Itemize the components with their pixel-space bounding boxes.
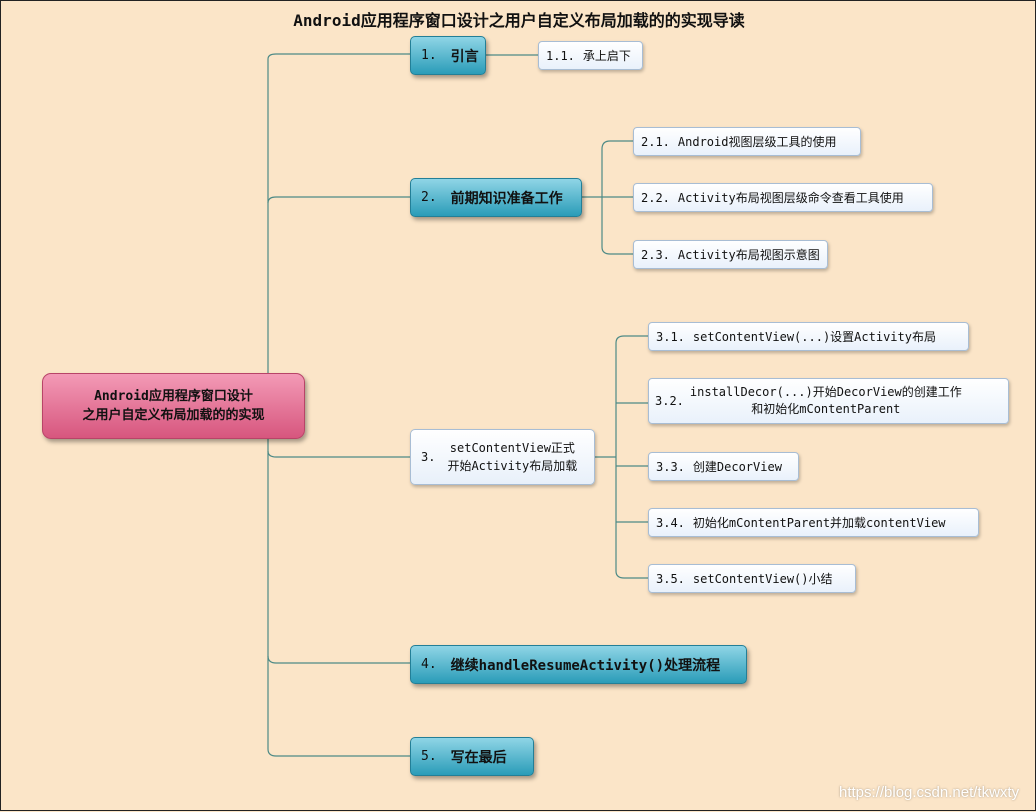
branch-2-number: 2. (421, 190, 437, 205)
topic-2-1-label: Android视图层级工具的使用 (677, 135, 837, 149)
branch-5-number: 5. (421, 749, 437, 764)
topic-3-4-label: 初始化mContentParent并加载contentView (692, 516, 946, 530)
topic-3-2-node[interactable]: 3.2. installDecor(...)开始DecorView的创建工作 和… (648, 378, 1009, 424)
topic-2-3-label: Activity布局视图示意图 (677, 248, 820, 262)
root-label-line1: Android应用程序窗口设计 (94, 389, 253, 404)
watermark-text: https://blog.csdn.net/tkwxty (839, 784, 1020, 801)
topic-3-5-label: setContentView()小结 (692, 572, 833, 586)
topic-3-3-label: 创建DecorView (692, 460, 782, 474)
branch-1-number: 1. (421, 48, 437, 63)
branch-1-node[interactable]: 1. 引言 (410, 36, 486, 75)
topic-3-2-label: installDecor(...)开始DecorView的创建工作 和初始化mC… (690, 384, 962, 418)
topic-3-4-node[interactable]: 3.4. 初始化mContentParent并加载contentView (648, 508, 979, 537)
branch-2-label: 前期知识准备工作 (450, 190, 563, 207)
topic-3-1-number: 3.1. (656, 329, 685, 344)
branch-3-label-line1: setContentView正式 (449, 441, 575, 455)
topic-2-3-number: 2.3. (641, 247, 670, 262)
topic-1-1-number: 1.1. (546, 48, 575, 63)
branch-5-label: 写在最后 (450, 749, 507, 766)
topic-2-2-node[interactable]: 2.2. Activity布局视图层级命令查看工具使用 (633, 183, 933, 212)
branch-4-node[interactable]: 4. 继续handleResumeActivity()处理流程 (410, 645, 747, 684)
topic-2-3-node[interactable]: 2.3. Activity布局视图示意图 (633, 240, 828, 269)
topic-3-2-number: 3.2. (655, 394, 684, 408)
branch-4-label: 继续handleResumeActivity()处理流程 (450, 657, 721, 674)
branch-1-label: 引言 (450, 48, 479, 65)
topic-2-1-node[interactable]: 2.1. Android视图层级工具的使用 (633, 127, 861, 156)
topic-2-2-number: 2.2. (641, 190, 670, 205)
branch-3-node[interactable]: 3. setContentView正式 开始Activity布局加载 (410, 429, 595, 485)
root-label-line2: 之用户自定义布局加载的的实现 (82, 408, 265, 423)
branch-3-number: 3. (421, 450, 436, 464)
topic-3-3-number: 3.3. (656, 459, 685, 474)
topic-3-5-number: 3.5. (656, 571, 685, 586)
topic-3-4-number: 3.4. (656, 515, 685, 530)
topic-2-2-label: Activity布局视图层级命令查看工具使用 (677, 191, 904, 205)
topic-3-3-node[interactable]: 3.3. 创建DecorView (648, 452, 799, 481)
branch-4-number: 4. (421, 657, 437, 672)
topic-1-1-node[interactable]: 1.1. 承上启下 (538, 41, 643, 70)
topic-1-1-label: 承上启下 (582, 49, 631, 63)
diagram-title: Android应用程序窗口设计之用户自定义布局加载的的实现导读 (293, 11, 745, 30)
topic-3-5-node[interactable]: 3.5. setContentView()小结 (648, 564, 856, 593)
branch-3-label: setContentView正式 开始Activity布局加载 (447, 439, 577, 475)
topic-3-1-label: setContentView(...)设置Activity布局 (692, 330, 936, 344)
branch-2-node[interactable]: 2. 前期知识准备工作 (410, 178, 582, 217)
root-node[interactable]: Android应用程序窗口设计 之用户自定义布局加载的的实现 (42, 373, 305, 439)
branch-3-label-line2: 开始Activity布局加载 (447, 459, 578, 473)
topic-3-2-label-line1: installDecor(...)开始DecorView的创建工作 (689, 385, 962, 399)
branch-5-node[interactable]: 5. 写在最后 (410, 737, 534, 776)
topic-2-1-number: 2.1. (641, 134, 670, 149)
topic-3-1-node[interactable]: 3.1. setContentView(...)设置Activity布局 (648, 322, 969, 351)
topic-3-2-label-line2: 和初始化mContentParent (751, 402, 901, 416)
